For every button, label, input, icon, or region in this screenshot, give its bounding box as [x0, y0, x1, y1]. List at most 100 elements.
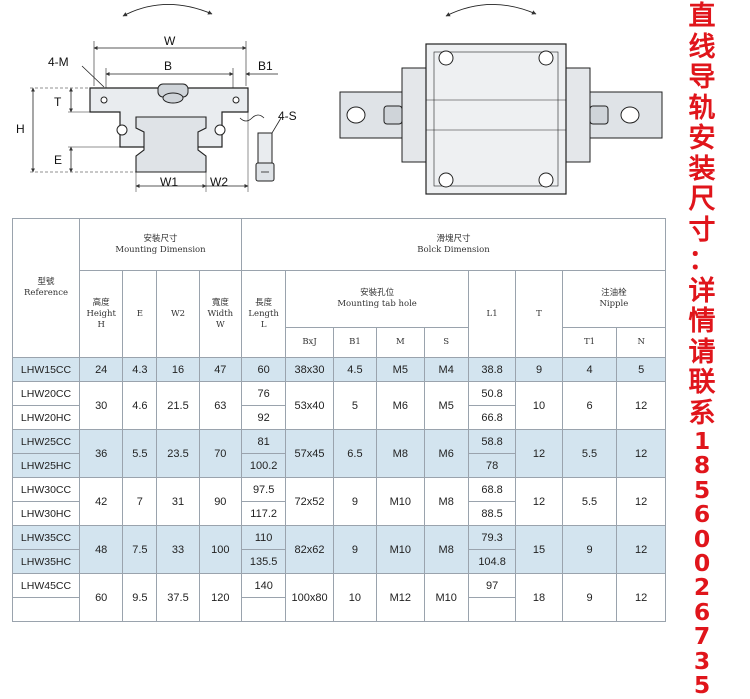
- label-b: B: [164, 59, 172, 73]
- table-row: LHW25CC 36 5.5 23.5 70 81 57x45 6.5 M8 M…: [11, 429, 666, 478]
- table-cell: 38.8: [467, 357, 517, 382]
- header-reference-en: Reference: [24, 288, 68, 298]
- header-length-sym: L: [260, 319, 267, 330]
- phone-digit: 3: [693, 646, 711, 675]
- side-char: 装: [688, 153, 716, 185]
- table-cell: 81: [240, 429, 287, 454]
- table-cell: 5: [332, 381, 378, 430]
- model-cell: LHW30HC: [11, 501, 81, 526]
- label-4m: 4-M: [48, 55, 69, 69]
- header-block: 滑塊尺寸 Bolck Dimension: [240, 218, 667, 271]
- header-reference-cn: 型號: [37, 277, 55, 287]
- table-cell: [240, 597, 287, 622]
- table-cell: 23.5: [156, 429, 200, 478]
- table-cell: 90: [198, 477, 242, 526]
- table-cell: 12: [616, 429, 666, 478]
- label-t: T: [54, 95, 62, 109]
- side-char: 导: [688, 62, 716, 93]
- table-cell: 79.3: [467, 525, 517, 550]
- table-row: LHW15CC 24 4.3 16 47 60 38x30 4.5 M5 M4 …: [11, 357, 666, 382]
- table-cell: 60: [79, 573, 124, 622]
- table-cell: 24: [79, 357, 124, 382]
- label-h: H: [16, 122, 25, 136]
- header-nipple: 注油栓 Nipple: [561, 270, 667, 328]
- table-cell: 7.5: [122, 525, 158, 574]
- header-length-cn: 長度: [255, 297, 273, 308]
- side-char: 轨: [688, 92, 716, 124]
- table-cell: M10: [423, 573, 469, 622]
- header-hole: 安裝孔位 Mounting tab hole: [285, 270, 469, 328]
- table-cell: M12: [376, 573, 425, 622]
- header-t: T: [515, 270, 563, 358]
- table-cell: 12: [616, 477, 666, 526]
- table-cell: M4: [423, 357, 469, 382]
- phone-digit: 5: [693, 475, 711, 504]
- table-cell: 47: [198, 357, 242, 382]
- table-cell: 97.5: [240, 477, 287, 502]
- header-hole-cn: 安裝孔位: [360, 288, 395, 298]
- table-cell: 37.5: [156, 573, 200, 622]
- header-height-sym: H: [97, 319, 105, 330]
- contact-vertical-text: 直 线 导 轨 安 装 尺 寸 ： 详 情 请 联 系 1 8 5 6 0 0 …: [683, 1, 721, 697]
- table-cell: 63: [198, 381, 242, 430]
- model-cell: LHW25HC: [11, 453, 81, 478]
- table-cell: 5: [616, 357, 666, 382]
- table-cell: M6: [423, 429, 469, 478]
- table-cell: 135.5: [240, 549, 287, 574]
- table-cell: 110: [240, 525, 287, 550]
- table-cell: 18: [515, 573, 563, 622]
- side-char: ：: [688, 245, 716, 276]
- phone-digit: 6: [693, 597, 711, 626]
- table-cell: 88.5: [467, 501, 517, 526]
- header-height: 高度 Height H: [79, 270, 124, 358]
- table-cell: M5: [376, 357, 425, 382]
- header-block-en: Bolck Dimension: [417, 244, 490, 255]
- phone-digit: 8: [693, 451, 711, 480]
- table-cell: 4.3: [122, 357, 158, 382]
- table-cell: 66.8: [467, 405, 517, 430]
- table-cell: 10: [515, 381, 563, 430]
- side-char: 联: [688, 367, 716, 398]
- table-cell: 21.5: [156, 381, 200, 430]
- header-mounting-cn: 安裝尺寸: [143, 233, 178, 244]
- table-cell: M8: [423, 477, 469, 526]
- header-reference: 型號 Reference: [11, 218, 81, 358]
- label-w1: W1: [160, 175, 178, 189]
- phone-digit: 2: [693, 573, 711, 602]
- model-cell: LHW45CC: [11, 573, 81, 598]
- table-cell: 12: [515, 429, 563, 478]
- table-cell: 6: [561, 381, 618, 430]
- header-b1: B1: [332, 327, 378, 358]
- table-cell: 92: [240, 405, 287, 430]
- table-cell: M8: [376, 429, 425, 478]
- model-cell: LHW20HC: [11, 405, 81, 430]
- table-cell: 30: [79, 381, 124, 430]
- header-e: E: [122, 270, 158, 358]
- top-view-drawing: [339, 4, 663, 195]
- table-cell: 60: [240, 357, 287, 382]
- header-height-cn: 高度: [92, 297, 110, 308]
- table-cell: 82x62: [285, 525, 334, 574]
- table-cell: 9: [561, 573, 618, 622]
- table-row: LHW45CC 60 9.5 37.5 120 140 100x80 10 M1…: [11, 573, 666, 622]
- side-char: 请: [688, 336, 716, 368]
- table-cell: 68.8: [467, 477, 517, 502]
- header-width-en: Width: [207, 308, 234, 319]
- model-cell: LHW35HC: [11, 549, 81, 574]
- phone-digit: 0: [693, 549, 711, 578]
- table-cell: 50.8: [467, 381, 517, 406]
- table-cell: 53x40: [285, 381, 334, 430]
- table-cell: 12: [616, 525, 666, 574]
- table-row: LHW20CC 30 4.6 21.5 63 76 53x40 5 M6 M5 …: [11, 381, 666, 430]
- table-cell: 72x52: [285, 477, 334, 526]
- table-cell: 100: [198, 525, 242, 574]
- model-cell: LHW20CC: [11, 381, 81, 406]
- table-cell: 5.5: [122, 429, 158, 478]
- phone-digit: 6: [693, 500, 711, 529]
- table-cell: 97: [467, 573, 517, 598]
- table-row: LHW30CC 42 7 31 90 97.5 72x52 9 M10 M8 6…: [11, 477, 666, 526]
- header-hole-en: Mounting tab hole: [337, 299, 417, 309]
- table-cell: 58.8: [467, 429, 517, 454]
- header-bxj: BxJ: [285, 327, 334, 358]
- table-cell: M5: [423, 381, 469, 430]
